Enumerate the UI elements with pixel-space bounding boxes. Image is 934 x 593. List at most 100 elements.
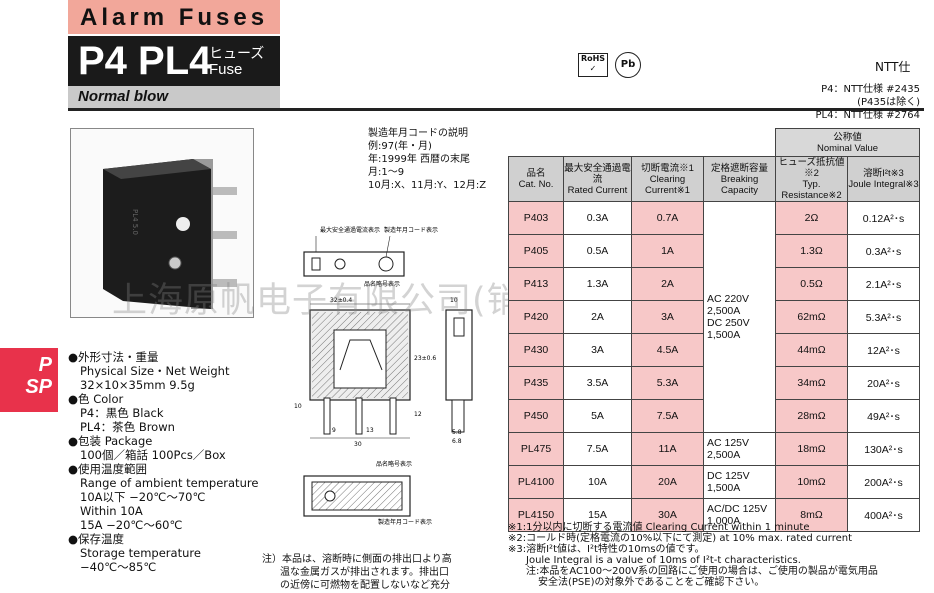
cell-cat: PL475 [508,432,564,466]
date-code-line: 例:97(年・月) [368,141,432,152]
ntt-label: NTT仕 [875,60,911,74]
cell-joule: 0.12A²･s [847,201,920,235]
cell-rated: 7.5A [563,432,632,466]
caution-note: 注）本品は、溶断時に側面の排出口より高 温な金属ガスが排出されます。排出口 の近… [262,553,452,592]
spec-line: ●使用温度範囲 [68,462,148,476]
spec-line: 10A以下 −20℃～70℃ [80,490,206,504]
cell-clear: 7.5A [631,399,704,433]
model-name: P4 PL4 [78,39,212,83]
dim-label: 6.8 [452,438,462,445]
model-bar [68,36,280,86]
date-code-line: 年:1999年 西暦の末尾 [368,154,470,165]
spec-line: PL4：茶色 Brown [80,420,175,434]
cell-res: 1.3Ω [775,234,848,268]
cell-res: 34mΩ [775,366,848,400]
spec-line: −40℃～85℃ [80,560,157,574]
footnote: ※3:溶断I²t値は、I²t特性の10msの値です。 [508,544,705,555]
cell-res: 0.5Ω [775,267,848,301]
cell-cat: P413 [508,267,564,301]
cell-clear: 11A [631,432,704,466]
cell-clear: 0.7A [631,201,704,235]
dim-label: 10 [294,403,302,410]
dim-label: 9 [332,427,336,434]
dim-label: 13 [366,427,374,434]
cell-rated: 1.3A [563,267,632,301]
table-row: P435 3.5A 5.3A 34mΩ 20A²･s [508,366,920,400]
svg-text:PL4 5.0: PL4 5.0 [131,209,139,235]
cell-clear: 4.5A [631,333,704,367]
dim-label: 12 [414,411,422,418]
model-en: Fuse [209,61,243,78]
page-title: Alarm Fuses [80,4,269,31]
cell-joule: 2.1A²･s [847,267,920,301]
cell-rated: 5A [563,399,632,433]
cell-rated: 15A [563,498,632,532]
caution-line: の近傍に可燃物を配置しないなど充分 [280,580,450,591]
model-jp: ヒューズ [209,46,265,62]
cell-cat: P420 [508,300,564,334]
cell-res: 10mΩ [775,465,848,499]
pb-free-icon: Pb [615,52,641,78]
cell-clear: 20A [631,465,704,499]
footnotes: ※1:1分以内に切断する電流値 Clearing Current within … [508,522,878,588]
cell-joule: 5.3A²･s [847,300,920,334]
cell-res: 8mΩ [775,498,848,532]
dimension-drawing: 最大安全通過電流表示 製造年月コード表示 品名略号表示 32±0.4 10 12… [294,226,473,526]
ntt-p4: P4：NTT仕様 #2435 [821,84,920,95]
cell-cat: PL4150 [508,498,564,532]
cell-cat: P405 [508,234,564,268]
cell-joule: 12A²･s [847,333,920,367]
cell-joule: 0.3A²･s [847,234,920,268]
cell-cat: PL4100 [508,465,564,499]
nominal-jp: 公称値 [833,131,862,143]
spec-list: ●外形寸法・重量 Physical Size・Net Weight 32×10×… [68,350,258,574]
cell-joule: 200A²･s [847,465,920,499]
cell-clear: 2A [631,267,704,301]
cell-clear: 1A [631,234,704,268]
cell-clear: 3A [631,300,704,334]
date-code-title: 製造年月コードの説明 [368,128,468,139]
product-photo: PL4 5.0 [70,128,254,318]
rohs-icon: RoHS✓ [578,53,608,77]
footnote: 注:本品をAC100～200V系の回路にご使用の場合は、ご使用の製品が電気用品 [526,566,878,577]
table-row: P413 1.3A 2A 0.5Ω 2.1A²･s [508,267,920,301]
spec-line: 100個／箱話 100Pcs／Box [80,448,226,462]
cell-res: 18mΩ [775,432,848,466]
footnote: Joule Integral is a value of 10ms of I²t… [526,555,801,566]
cell-cat: P450 [508,399,564,433]
cell-res: 44mΩ [775,333,848,367]
tab-line-1: P [38,354,52,376]
dim-label: 32±0.4 [330,297,352,304]
cell-clear: 5.3A [631,366,704,400]
cell-cat: P403 [508,201,564,235]
cell-res: 62mΩ [775,300,848,334]
spec-line: 15A −20℃～60℃ [80,518,183,532]
rohs-label: RoHS [580,54,606,63]
divider [68,108,924,111]
tab-line-2: SP [25,376,52,398]
fuse-photo-image: PL4 5.0 [103,159,237,309]
cell-res: 28mΩ [775,399,848,433]
cell-joule: 400A²･s [847,498,920,532]
cell-rated: 3A [563,333,632,367]
dim-label: 5.8 [452,429,462,436]
spec-line: ●包装 Package [68,434,153,448]
drawing-label: 品名略号表示 [376,460,412,468]
drawing-label: 製造年月コード表示 [378,518,432,526]
cell-joule: 20A²･s [847,366,920,400]
drawing-label: 最大安全通過電流表示 [320,226,380,234]
ntt-p4-sub: (P435は除く) [857,97,920,108]
drawing-label: 製造年月コード表示 [384,226,438,234]
footnote: 安全法(PSE)の対象外であることをご確認下さい。 [538,577,765,588]
footnote: ※1:1分以内に切断する電流値 Clearing Current within … [508,522,810,533]
